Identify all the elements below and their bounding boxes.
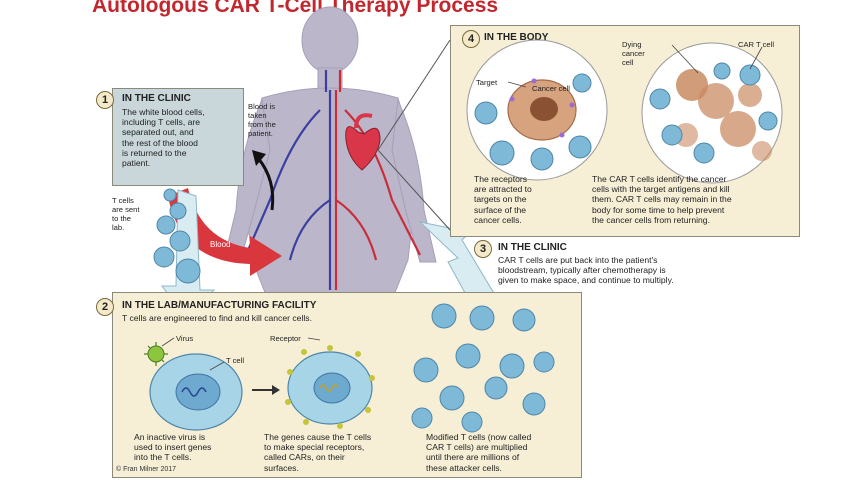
step-4-badge: 4	[462, 30, 480, 48]
step-1-text: The white blood cells,including T cells,…	[122, 107, 205, 169]
return-arrow	[256, 157, 275, 211]
blood-arrow	[168, 188, 282, 276]
step-3-text: CAR T cells are put back into the patien…	[498, 255, 674, 286]
step-2-badge: 2	[96, 298, 114, 316]
t-cell-label: T cell	[226, 356, 245, 365]
car-t-cell-label: CAR T cell	[738, 40, 775, 49]
clinic-box	[112, 88, 244, 186]
blood-label: Blood	[210, 240, 231, 249]
heart-icon	[345, 113, 381, 171]
t-cell-stream	[153, 188, 201, 284]
car-t-cells-left	[474, 73, 592, 171]
multiplied-car-t-cells	[411, 303, 555, 433]
cancer-cell-label: Cancer cell	[532, 84, 570, 93]
step-3-heading: IN THE CLINIC	[498, 242, 567, 253]
credit: © Fran Milner 2017	[116, 466, 177, 473]
car-t-cells-right	[649, 62, 778, 164]
step-2-heading: IN THE LAB/MANUFACTURING FACILITY	[122, 300, 317, 311]
body-scene	[466, 39, 783, 184]
step-1-heading: IN THE CLINIC	[122, 93, 191, 104]
step-4-heading: IN THE BODY	[484, 32, 549, 43]
page-title: Autologous CAR T-Cell Therapy Process	[92, 0, 499, 17]
step-1-badge: 1	[96, 91, 114, 109]
virus-icon	[144, 342, 168, 366]
step-2-subheading: T cells are engineered to find and kill …	[122, 313, 312, 323]
dying-cancer-cells	[674, 69, 772, 161]
step-3-badge: 3	[474, 240, 492, 258]
virus-label: Virus	[176, 334, 194, 343]
lab-scene	[144, 303, 555, 433]
receptor-label: Receptor	[270, 334, 301, 343]
target-label: Target	[476, 78, 498, 87]
car-t-cell-icon	[285, 345, 375, 429]
cancer-cell	[507, 78, 577, 141]
t-cell-icon	[149, 353, 243, 431]
blood-vessels	[244, 70, 421, 290]
